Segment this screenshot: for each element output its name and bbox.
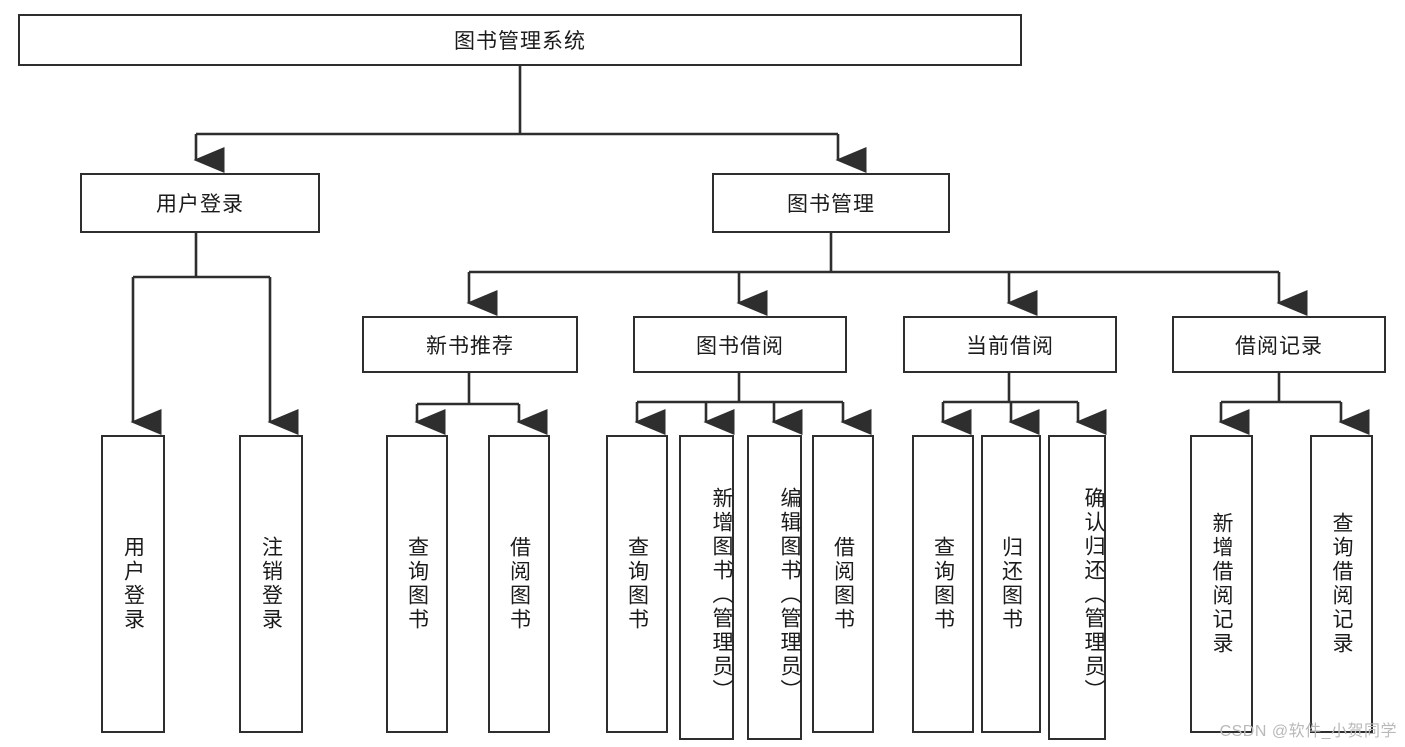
- leaf-borrow-records-2[interactable]: 查询借阅记录: [1310, 435, 1373, 733]
- leaf-borrow-records-1[interactable]: 新增借阅记录: [1190, 435, 1253, 733]
- node-borrow-records-label: 借阅记录: [1235, 334, 1323, 358]
- leaf-book-borrow-4[interactable]: 借阅图书: [812, 435, 874, 733]
- leaf-label: 查询图书: [931, 536, 955, 632]
- node-book-manage-label: 图书管理: [787, 193, 875, 216]
- leaf-current-borrow-1[interactable]: 查询图书: [912, 435, 974, 733]
- node-root-label: 图书管理系统: [454, 30, 586, 53]
- leaf-label: 查询图书: [625, 536, 649, 632]
- leaf-book-borrow-3[interactable]: 编辑图书（管理员）: [747, 435, 802, 740]
- leaf-label: 新增借阅记录: [1210, 512, 1233, 656]
- leaf-label: 确认归还（管理员）: [1082, 486, 1105, 703]
- leaf-label: 编辑图书（管理员）: [778, 486, 801, 703]
- node-root[interactable]: 图书管理系统: [18, 14, 1022, 66]
- node-new-book-recommend-label: 新书推荐: [426, 334, 514, 358]
- leaf-new-book-1[interactable]: 查询图书: [386, 435, 448, 733]
- node-new-book-recommend[interactable]: 新书推荐: [362, 316, 578, 373]
- leaf-current-borrow-3[interactable]: 确认归还（管理员）: [1048, 435, 1106, 740]
- leaf-label: 用户登录: [121, 536, 145, 632]
- leaf-user-login-2[interactable]: 注销登录: [239, 435, 303, 733]
- leaf-user-login-1[interactable]: 用户登录: [101, 435, 165, 733]
- node-book-borrow-label: 图书借阅: [696, 334, 784, 358]
- watermark: CSDN @软件_小贺同学: [1219, 723, 1397, 740]
- leaf-current-borrow-2[interactable]: 归还图书: [981, 435, 1041, 733]
- leaf-label: 查询借阅记录: [1330, 512, 1353, 656]
- leaf-new-book-2[interactable]: 借阅图书: [488, 435, 550, 733]
- leaf-label: 新增图书（管理员）: [710, 486, 733, 703]
- leaf-label: 归还图书: [999, 536, 1023, 632]
- leaf-label: 借阅图书: [831, 536, 855, 632]
- node-book-manage[interactable]: 图书管理: [712, 173, 950, 233]
- node-user-login-label: 用户登录: [156, 193, 244, 216]
- leaf-label: 借阅图书: [507, 536, 531, 632]
- leaf-book-borrow-1[interactable]: 查询图书: [606, 435, 668, 733]
- leaf-label: 查询图书: [405, 536, 429, 632]
- node-current-borrow-label: 当前借阅: [966, 334, 1054, 358]
- leaf-book-borrow-2[interactable]: 新增图书（管理员）: [679, 435, 734, 740]
- leaf-label: 注销登录: [259, 536, 283, 632]
- node-borrow-records[interactable]: 借阅记录: [1172, 316, 1386, 373]
- node-book-borrow[interactable]: 图书借阅: [633, 316, 847, 373]
- node-current-borrow[interactable]: 当前借阅: [903, 316, 1117, 373]
- node-user-login[interactable]: 用户登录: [80, 173, 320, 233]
